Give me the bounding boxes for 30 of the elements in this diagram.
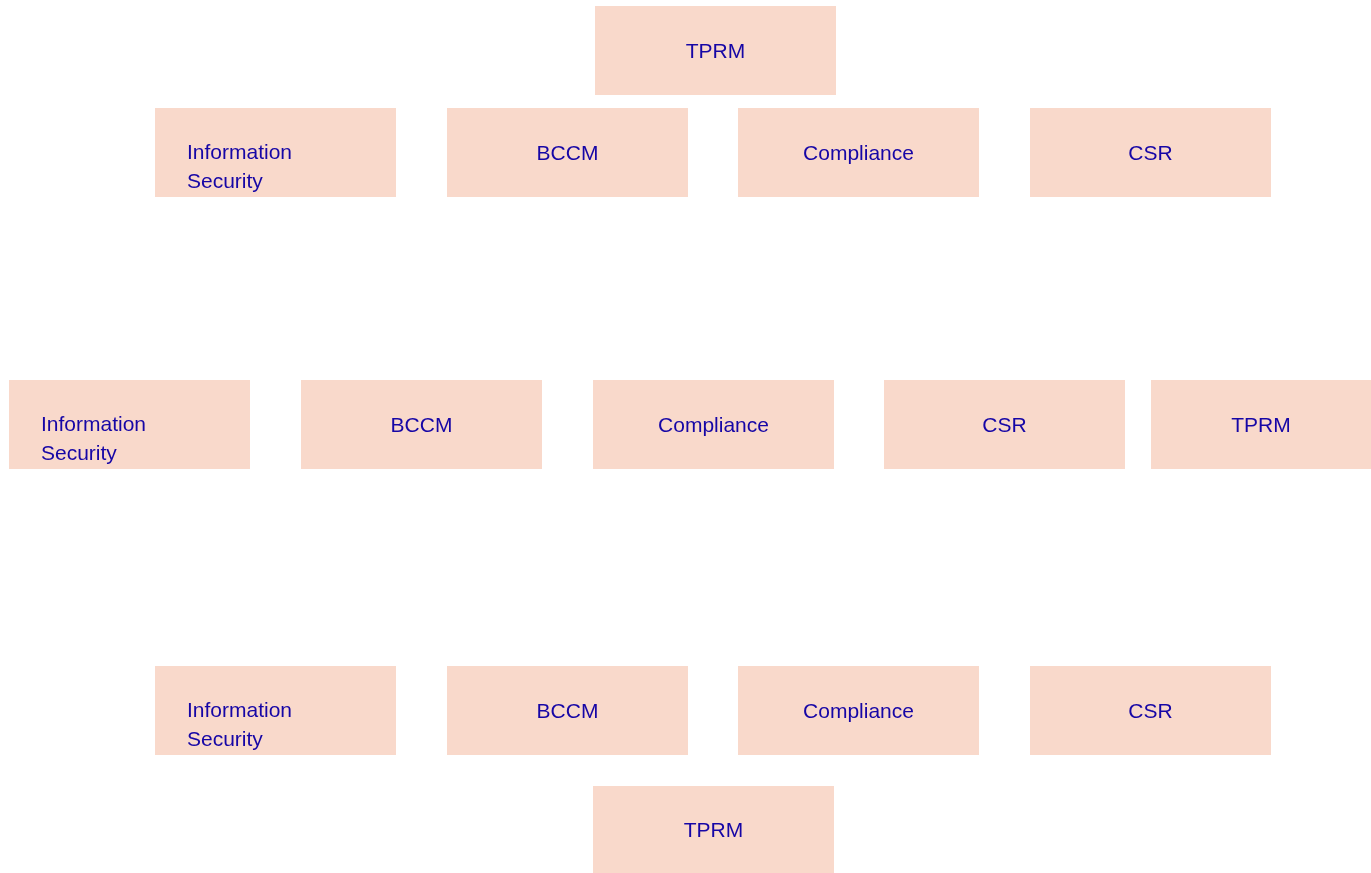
process-box: [301, 380, 542, 469]
box-label: Compliance: [803, 698, 914, 724]
process-box: [595, 6, 836, 95]
process-box: [593, 380, 834, 469]
box-label: TPRM: [685, 38, 746, 64]
process-box: [155, 108, 396, 197]
box-label: Information Security: [187, 139, 294, 194]
box-label: Compliance: [658, 412, 769, 438]
process-box: [155, 666, 396, 755]
process-box: [738, 108, 979, 197]
process-box: [593, 786, 834, 873]
box-label: BCCM: [536, 140, 599, 166]
box-label: CSR: [982, 412, 1027, 438]
process-box: [9, 380, 250, 469]
process-box: [738, 666, 979, 755]
box-label: TPRM: [683, 817, 744, 843]
box-label: BCCM: [536, 698, 599, 724]
box-label: Compliance: [803, 140, 914, 166]
box-label: TPRM: [1231, 412, 1291, 438]
process-box: [447, 666, 688, 755]
box-label: CSR: [1128, 140, 1173, 166]
process-box: [447, 108, 688, 197]
process-box: [1151, 380, 1371, 469]
process-box: [1030, 666, 1271, 755]
box-label: Information Security: [41, 411, 148, 466]
box-label: Information Security: [187, 697, 294, 752]
process-box: [1030, 108, 1271, 197]
process-box: [884, 380, 1125, 469]
box-label: CSR: [1128, 698, 1173, 724]
box-label: BCCM: [390, 412, 453, 438]
